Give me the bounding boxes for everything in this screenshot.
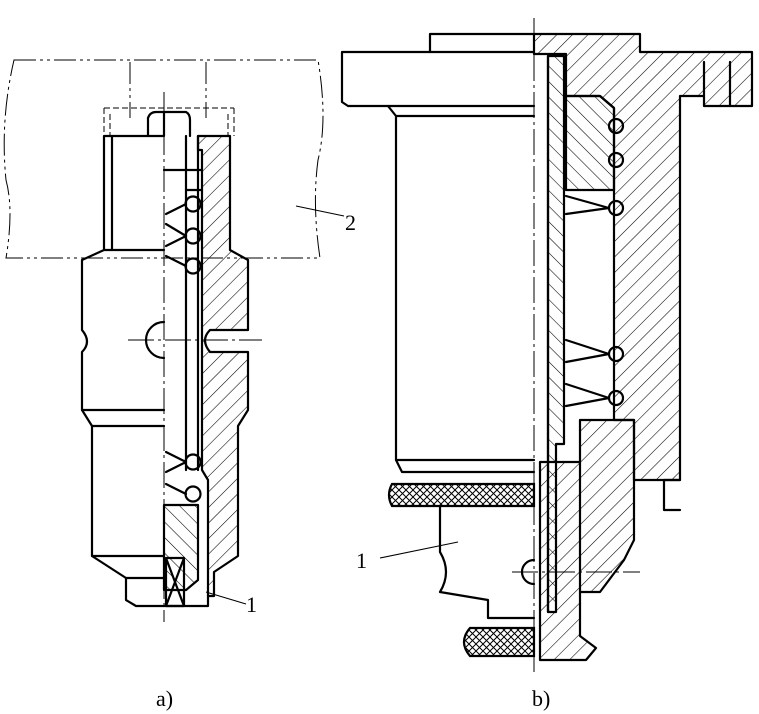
housing-outer-lines: [184, 134, 204, 472]
caption-a: a): [156, 686, 173, 711]
spring-lower-a: [164, 450, 202, 503]
callout-a-1: 1: [246, 592, 257, 617]
spring-upper-b: [564, 117, 625, 217]
side-lug: [662, 478, 682, 512]
knurled-knob: [462, 626, 536, 658]
spring-upper-a: [164, 195, 202, 275]
flange-outline-left: [340, 32, 536, 108]
callout-a-2: 2: [345, 210, 356, 235]
caption-b: b): [532, 686, 550, 711]
plunger-tip-section: [162, 503, 200, 592]
callout-b-1: 1: [356, 548, 367, 573]
plunger-external-left: [80, 110, 166, 608]
leader-a-2: [295, 205, 345, 217]
body-external-left: [386, 104, 536, 474]
flange-section-right: [532, 32, 754, 482]
leader-a-1: [205, 591, 247, 605]
plunger-section-upper: [162, 110, 192, 472]
panel-a-drawing: [3, 59, 345, 622]
panel-b-drawing: [340, 18, 754, 672]
bottom-cap: [162, 594, 210, 608]
fixture-body-outline: [3, 59, 324, 259]
leader-b-1: [379, 541, 459, 559]
spring-lower-b: [564, 338, 625, 408]
plunger-section-b: [538, 418, 636, 662]
flange-slot: [702, 60, 732, 108]
guide-bushing-section: [564, 94, 616, 192]
knurled-ring: [387, 482, 536, 508]
lower-stem: [438, 504, 536, 620]
housing-section: [196, 134, 250, 598]
